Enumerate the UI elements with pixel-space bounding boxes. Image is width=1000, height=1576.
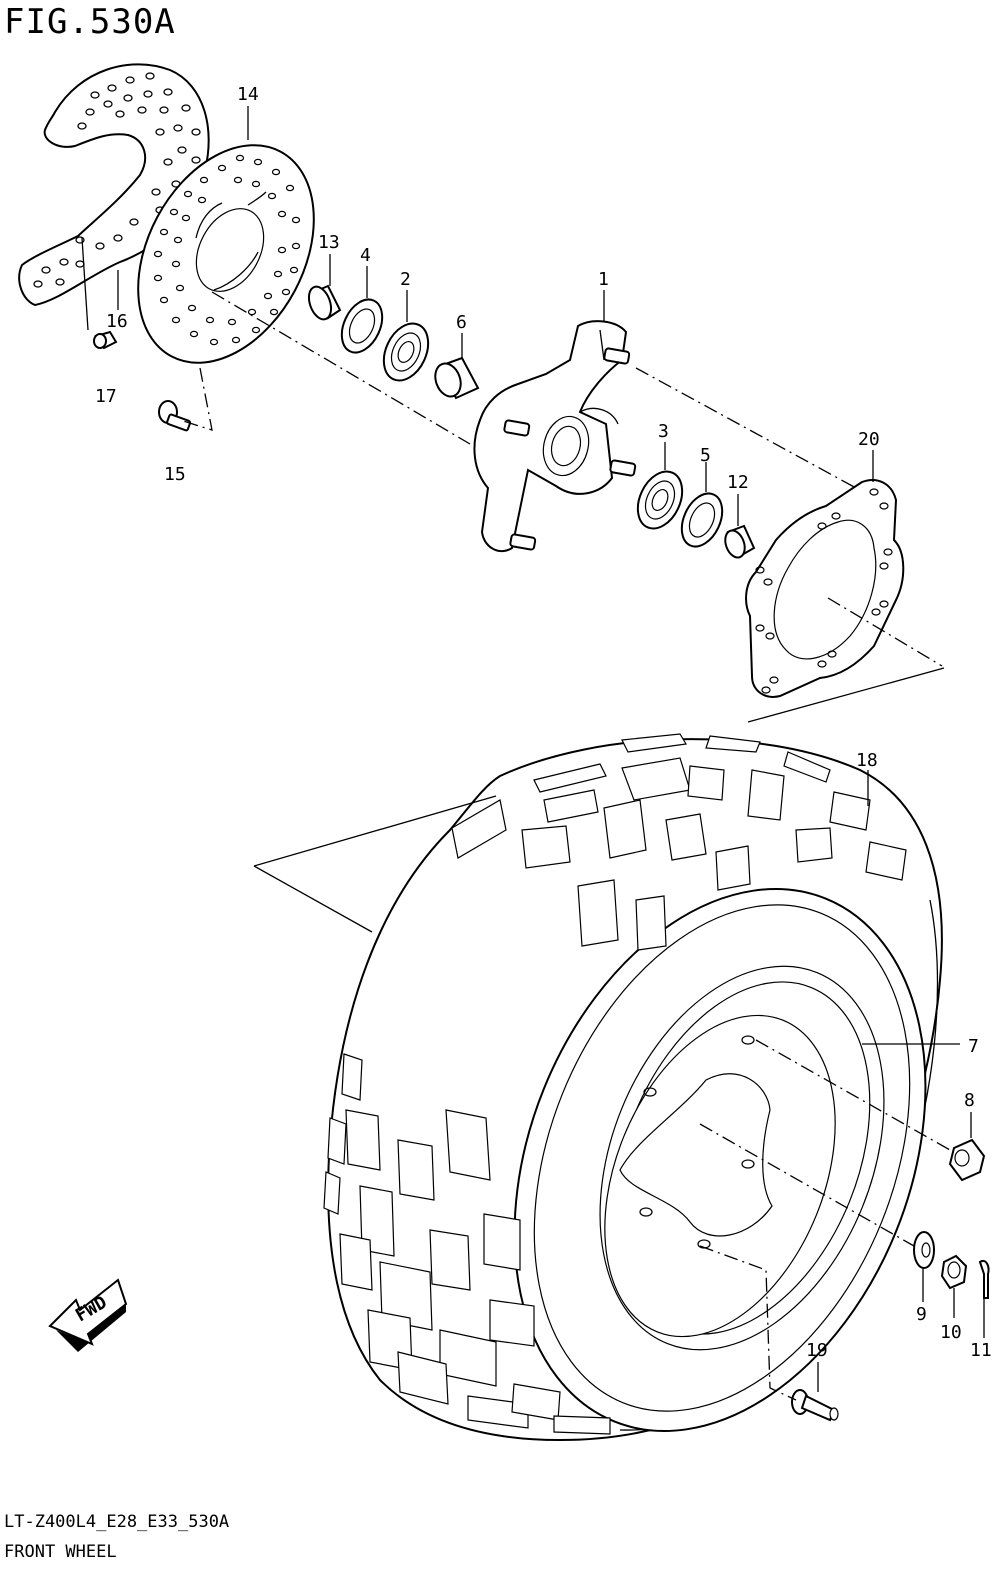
- washer-9: [913, 1231, 935, 1269]
- bolt-15: [158, 400, 192, 432]
- leader-lines: [81, 106, 985, 1401]
- fwd-arrow-icon: FWD: [48, 1278, 128, 1352]
- callout-3: 3: [658, 421, 669, 442]
- callout-7: 7: [968, 1036, 979, 1057]
- wheel-hub: [473, 320, 637, 553]
- oil-seal-5: [680, 492, 724, 548]
- spacer-6: [434, 356, 480, 400]
- disc-cover: [18, 63, 210, 307]
- callout-8: 8: [964, 1090, 975, 1111]
- callout-14: 14: [237, 84, 259, 105]
- figure-caption: FRONT WHEEL: [4, 1542, 117, 1562]
- callout-labels: 1 2 3 4 5 6 7 8 9 10 11 12 13 14 15 16 1…: [95, 84, 992, 1361]
- model-code: LT-Z400L4_E28_E33_530A: [4, 1512, 230, 1532]
- callout-20: 20: [858, 429, 880, 450]
- bolt-17: [93, 330, 118, 350]
- hub-guard-plate: [745, 479, 905, 698]
- tire-valve-19: [791, 1389, 839, 1422]
- brake-disc: [137, 144, 315, 364]
- spacer-13: [307, 284, 342, 321]
- callout-13: 13: [318, 232, 340, 253]
- oil-seal-4: [340, 298, 384, 354]
- callout-5: 5: [700, 445, 711, 466]
- nut-8: [948, 1138, 986, 1182]
- callout-2: 2: [400, 269, 411, 290]
- callout-19: 19: [806, 1340, 828, 1361]
- callout-18: 18: [856, 750, 878, 771]
- spacer-12: [724, 524, 756, 559]
- callout-10: 10: [940, 1322, 962, 1343]
- cotter-pin-11: [978, 1260, 990, 1299]
- callout-17: 17: [95, 386, 117, 407]
- callout-1: 1: [598, 269, 609, 290]
- callout-15: 15: [164, 464, 186, 485]
- castle-nut-10: [940, 1254, 968, 1290]
- callout-11: 11: [970, 1340, 992, 1361]
- callout-9: 9: [916, 1304, 927, 1325]
- bearing-2: [382, 322, 430, 382]
- callout-6: 6: [456, 312, 467, 333]
- callout-16: 16: [106, 311, 128, 332]
- callout-12: 12: [727, 472, 749, 493]
- figure-title: FIG.530A: [4, 2, 176, 42]
- tire-and-wheel: [323, 733, 943, 1442]
- callout-4: 4: [360, 245, 371, 266]
- bearing-3: [636, 470, 684, 530]
